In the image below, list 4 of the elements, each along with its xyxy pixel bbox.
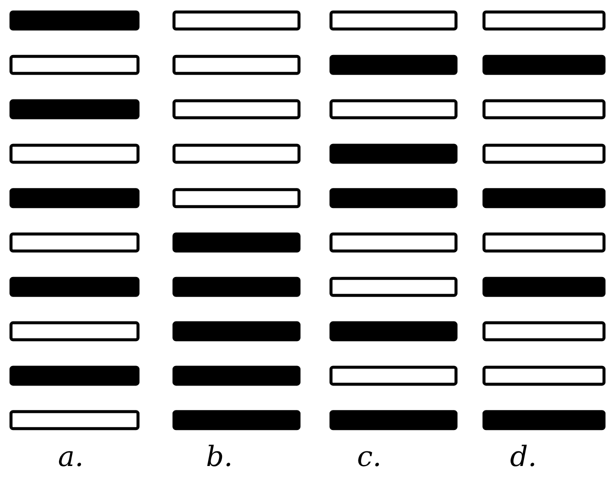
column-label: d. <box>510 440 537 473</box>
column-label: c. <box>357 440 382 473</box>
column-label: b. <box>206 440 233 473</box>
column-label: a. <box>58 440 84 473</box>
